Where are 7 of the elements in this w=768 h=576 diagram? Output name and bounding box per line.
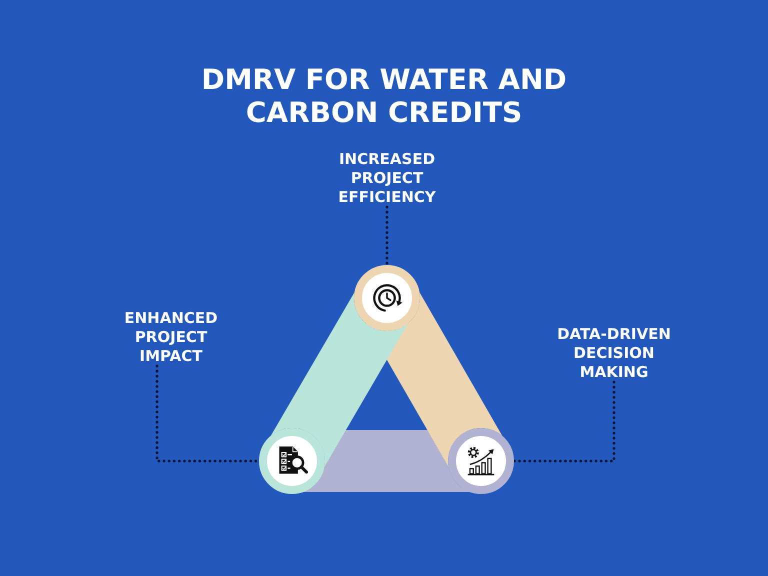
- triangle-band: [270, 292, 408, 467]
- benefit-heading: DATA-DRIVEN DECISION MAKING: [549, 325, 679, 382]
- benefit-heading: INCREASED PROJECT EFFICIENCY: [322, 150, 452, 207]
- leader-line: [512, 380, 616, 462]
- benefit-heading: ENHANCED PROJECT IMPACT: [106, 309, 236, 366]
- title: DMRV FOR WATER AND CARBON CREDITS: [200, 63, 568, 129]
- leader-line: [386, 206, 388, 266]
